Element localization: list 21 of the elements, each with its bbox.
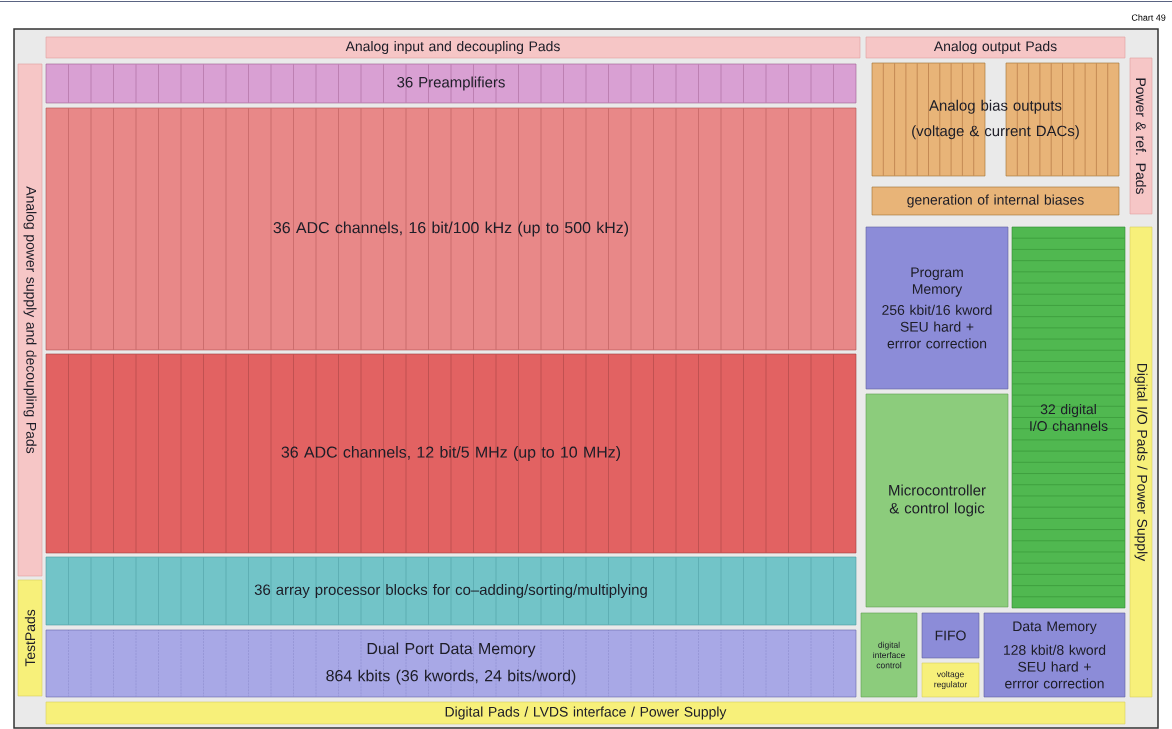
io-channel-block: 32 digital I/O channels [1011, 226, 1126, 609]
pad-strip: TestPads [17, 579, 43, 697]
memory-block: Program Memory 256 kbit/16 kword SEU hard + errror correction [865, 226, 1009, 390]
interface-block: digital interface control [860, 612, 918, 698]
pad-strip: Analog input and decoupling Pads [45, 36, 861, 59]
pad-strip: Analog power supply and decoupling Pads [17, 63, 43, 577]
pad-strip: Power & ref. Pads [1129, 57, 1153, 215]
pad-strip: Digital I/O Pads / Power Supply [1129, 226, 1153, 698]
memory-block: Dual Port Data Memory 864 kbits (36 kwords, 24 bits/word) [45, 629, 857, 698]
pad-strip: Digital Pads / LVDS interface / Power Supply [45, 701, 1126, 725]
adc-block: 36 ADC channels, 16 bit/100 kHz (up to 500 kHz) [45, 107, 857, 351]
adc-block: 36 ADC channels, 12 bit/5 MHz (up to 10 MHz) [45, 353, 857, 554]
preamplifier-block: 36 Preamplifiers [45, 63, 857, 104]
fifo-block: FIFO [921, 612, 980, 659]
chart-label: Chart 49 [1131, 14, 1166, 21]
processor-block: 36 array processor blocks for co–adding/sorting/multiplying [45, 556, 857, 626]
memory-block: Data Memory 128 kbit/8 kword SEU hard + errror correction [983, 612, 1126, 698]
pad-strip: Analog output Pads [865, 36, 1126, 59]
bias-generator-block: generation of internal biases [871, 186, 1120, 216]
regulator-block: voltage regulator [921, 662, 980, 698]
microcontroller-block: Microcontroller & control logic [865, 393, 1009, 608]
